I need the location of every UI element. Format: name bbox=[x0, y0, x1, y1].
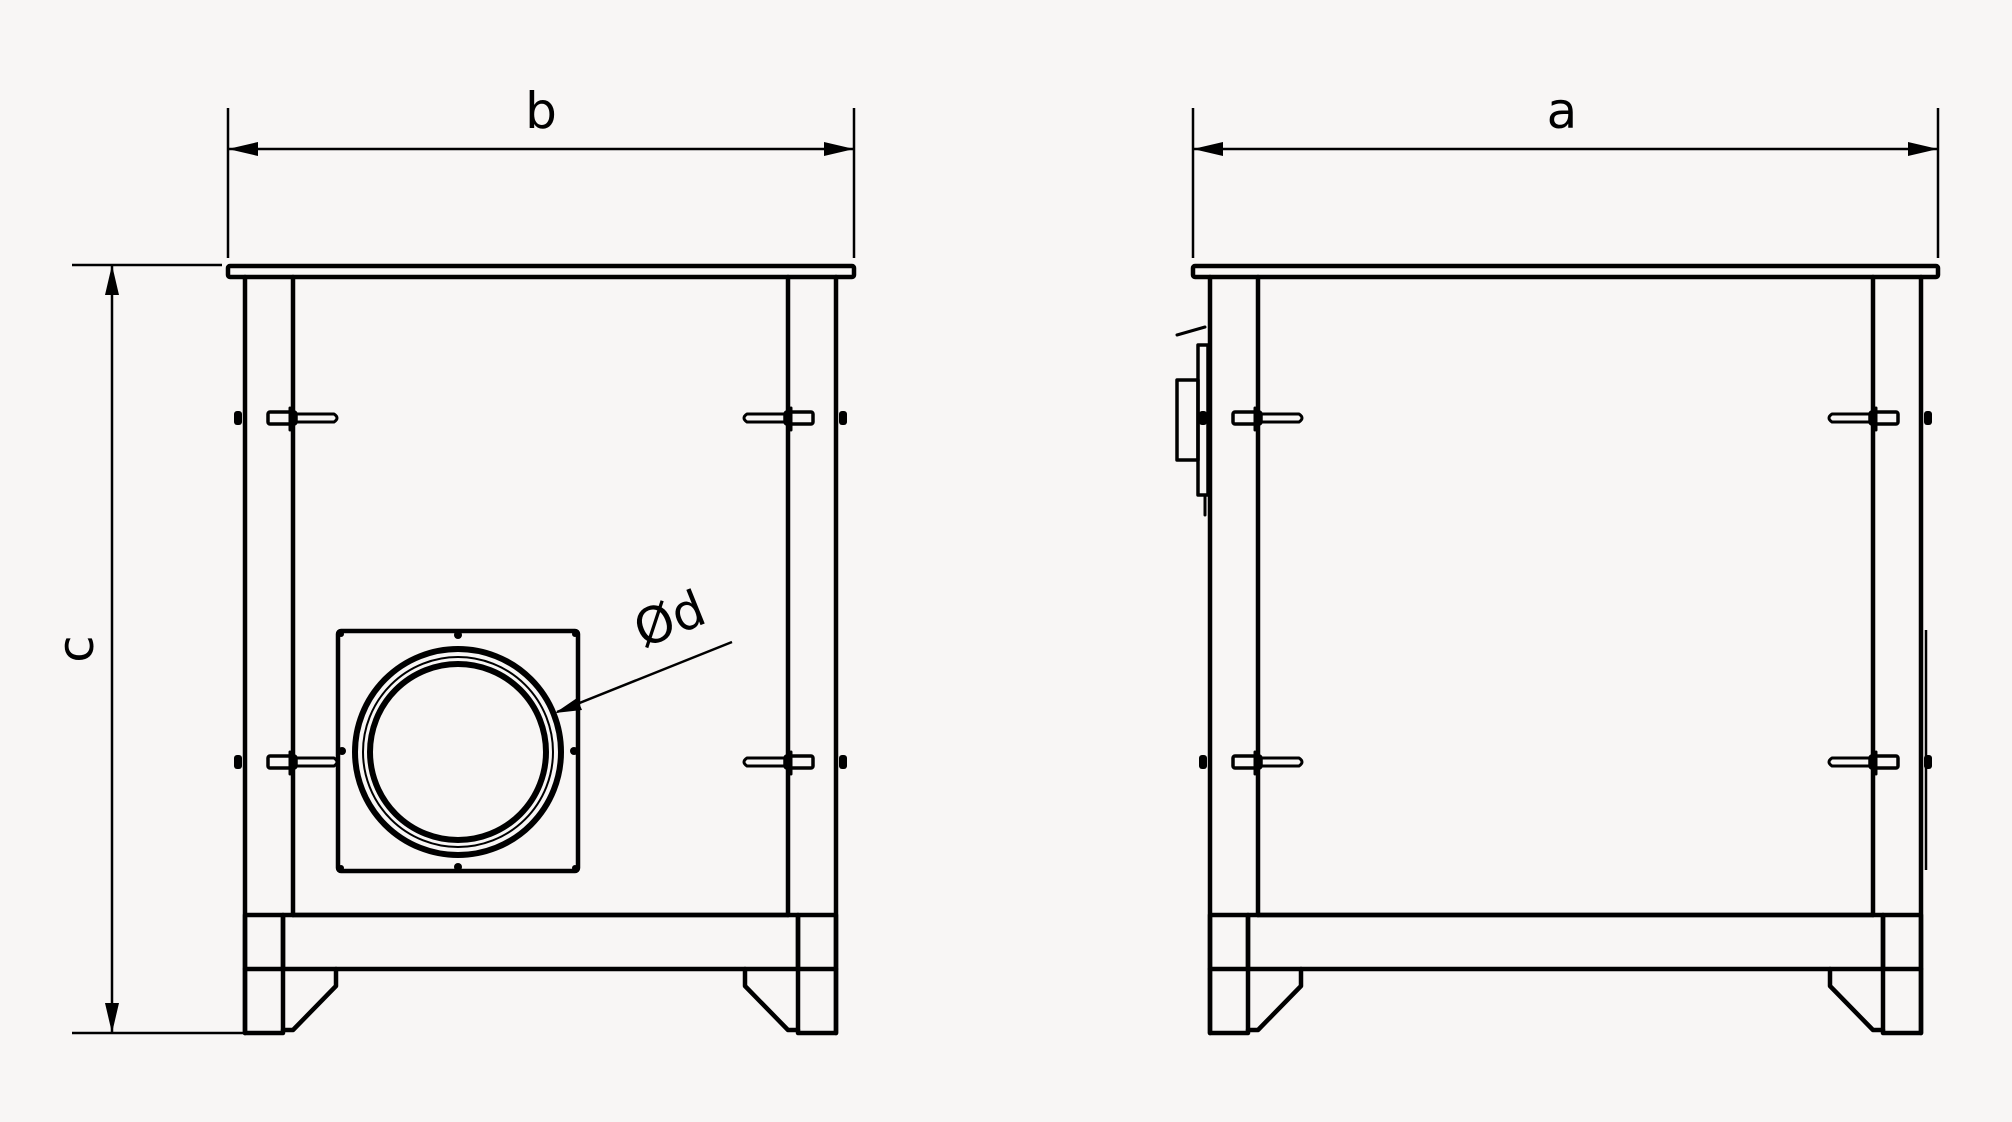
base-frame bbox=[1207, 912, 1924, 1036]
front-view: b c bbox=[47, 82, 857, 1036]
duct-connection bbox=[335, 628, 581, 874]
frame-posts bbox=[1207, 274, 1924, 1036]
top-plate bbox=[1190, 263, 1941, 280]
dimension-d-label: Ød bbox=[626, 579, 714, 659]
dimension-a: a bbox=[1191, 82, 1940, 258]
dimension-b: b bbox=[226, 82, 856, 258]
dimension-c-label: c bbox=[47, 635, 105, 663]
latches bbox=[1197, 406, 1934, 776]
handle bbox=[1175, 325, 1210, 517]
side-view: a bbox=[1175, 82, 1941, 1036]
frame-posts bbox=[242, 274, 839, 1036]
duct-inner-ring bbox=[367, 661, 549, 843]
dimension-a-label: a bbox=[1547, 82, 1578, 140]
dimension-d: Ød bbox=[555, 579, 733, 714]
duct-outer-ring bbox=[352, 646, 564, 858]
top-plate bbox=[225, 263, 857, 280]
base-frame bbox=[242, 912, 839, 1036]
dimension-b-label: b bbox=[525, 82, 557, 140]
dimension-c: c bbox=[47, 263, 245, 1035]
